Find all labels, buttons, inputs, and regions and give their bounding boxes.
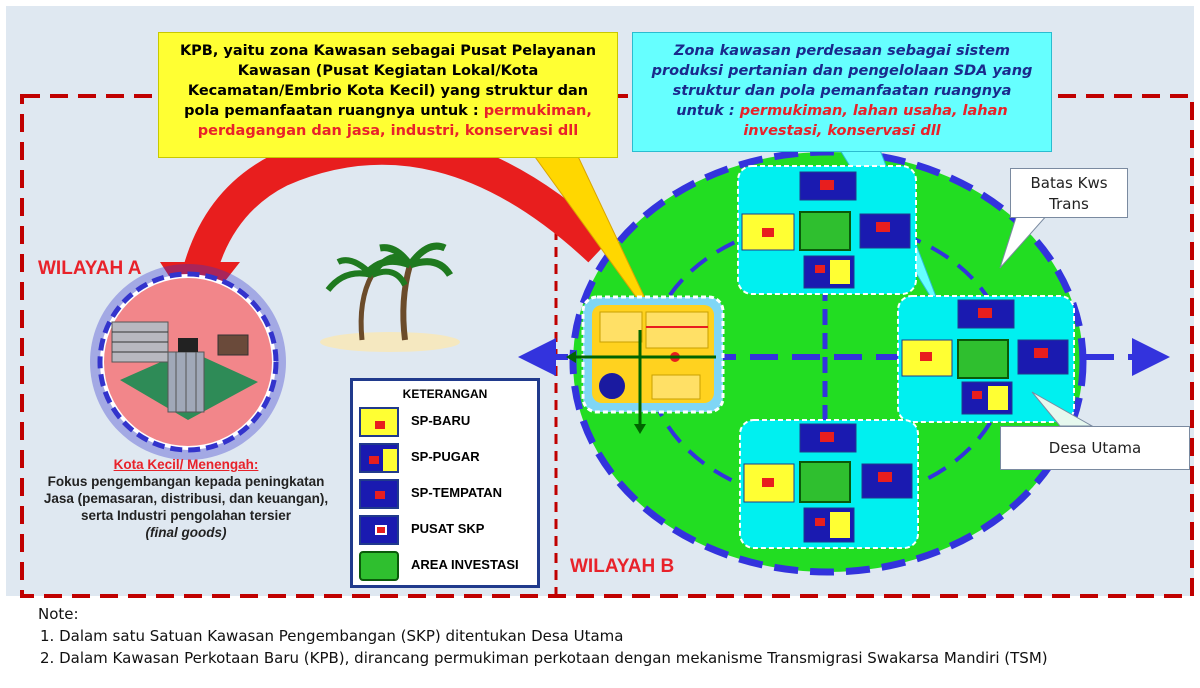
arrow-left bbox=[518, 338, 556, 376]
legend-box: KETERANGAN SP-BARU SP-PUGAR SP-TEMPATAN bbox=[350, 378, 540, 588]
skp-cluster-top bbox=[737, 165, 917, 295]
kota-kecil-desc: Kota Kecil/ Menengah: Fokus pengembangan… bbox=[36, 456, 336, 541]
legend-swatch-pusat-skp bbox=[359, 515, 399, 545]
arrow-right bbox=[1132, 338, 1170, 376]
kpb-callout-text: KPB, yaitu zona Kawasan sebagai Pusat Pe… bbox=[179, 43, 597, 119]
legend-item-sp-baru: SP-BARU bbox=[359, 407, 539, 437]
perdesaan-callout-highlight: permukiman, lahan usaha, lahan investasi… bbox=[739, 103, 1008, 139]
legend-item-pusat-skp: PUSAT SKP bbox=[359, 515, 539, 545]
city-illustration bbox=[90, 264, 286, 460]
green-zone-ellipse bbox=[569, 148, 1087, 576]
legend-item-sp-tempatan: SP-TEMPATAN bbox=[359, 479, 539, 509]
wilayah-boundary bbox=[20, 94, 1194, 598]
kota-kecil-final: (final goods) bbox=[145, 525, 227, 540]
wilayah-b-label: WILAYAH B bbox=[570, 556, 675, 577]
kota-kecil-text: Fokus pengembangan kepada peningkatan Ja… bbox=[43, 474, 329, 523]
note-item-2: 2. Dalam Kawasan Perkotaan Baru (KPB), d… bbox=[40, 649, 1048, 667]
legend-swatch-area-investasi bbox=[359, 551, 399, 581]
legend-item-sp-pugar: SP-PUGAR bbox=[359, 443, 539, 473]
skp-cluster-right bbox=[897, 295, 1075, 423]
wilayah-a-label: WILAYAH A bbox=[38, 258, 142, 279]
kota-kecil-title: Kota Kecil/ Menengah: bbox=[113, 457, 259, 472]
palm-trees bbox=[320, 242, 460, 352]
kpb-callout-highlight: permukiman, perdagangan dan jasa, indust… bbox=[197, 103, 592, 139]
legend-title: KETERANGAN bbox=[402, 387, 488, 401]
notes-section: Note: 1. Dalam satu Satuan Kawasan Penge… bbox=[38, 603, 1048, 669]
batas-label: Batas Kws Trans bbox=[1010, 168, 1128, 218]
legend-item-area-investasi: AREA INVESTASI bbox=[359, 551, 539, 581]
desa-utama-label: Desa Utama bbox=[1000, 426, 1190, 470]
note-item-1: 1. Dalam satu Satuan Kawasan Pengembanga… bbox=[40, 627, 624, 645]
perdesaan-callout: Zona kawasan perdesaan sebagai sistem pr… bbox=[632, 32, 1052, 152]
perdesaan-callout-text: Zona kawasan perdesaan sebagai sistem pr… bbox=[651, 43, 1033, 119]
kpb-callout: KPB, yaitu zona Kawasan sebagai Pusat Pe… bbox=[158, 32, 618, 158]
skp-cluster-bottom bbox=[739, 419, 919, 549]
legend-swatch-sp-baru bbox=[359, 407, 399, 437]
notes-heading: Note: bbox=[38, 605, 79, 623]
legend-swatch-sp-pugar bbox=[359, 443, 399, 473]
legend-swatch-sp-tempatan bbox=[359, 479, 399, 509]
